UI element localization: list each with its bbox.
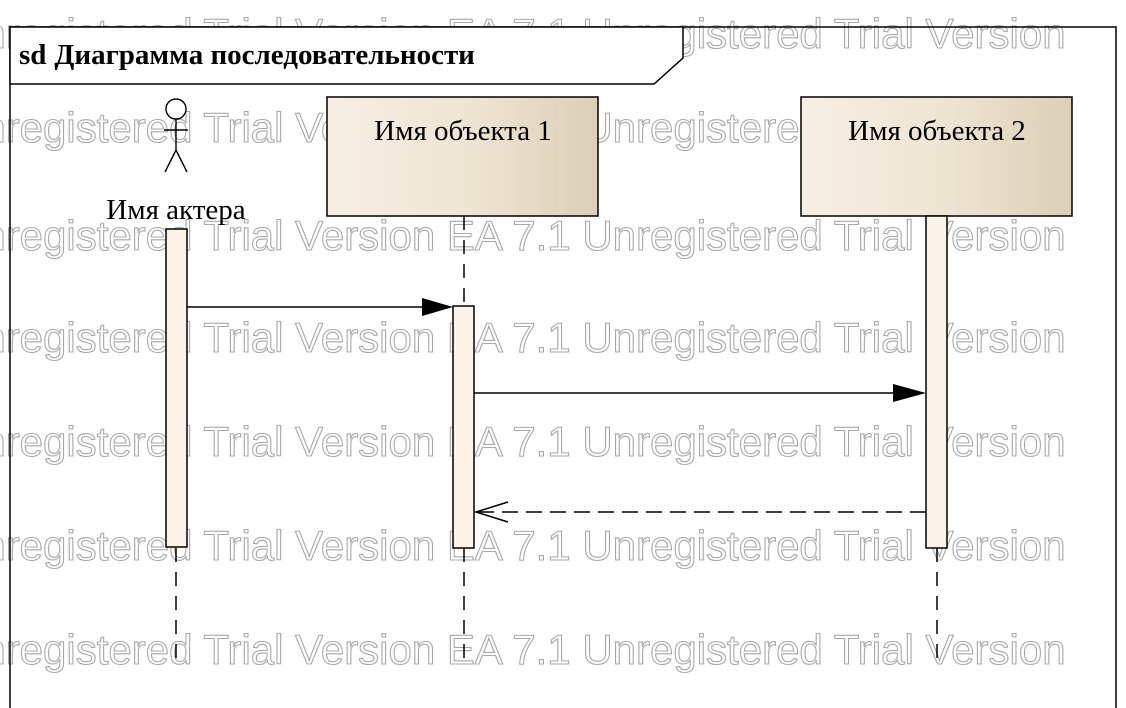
message-3-open-arrowhead-icon [473, 501, 509, 523]
frame-title-tab [9, 26, 684, 85]
watermark-line: Unregistered Trial Version EA 7.1 Unregi… [0, 522, 1066, 569]
frame-keyword: sd [19, 39, 46, 71]
message-2-arrowhead-icon [893, 384, 926, 402]
actor-name: Имя актера [106, 194, 246, 226]
object-1[interactable]: Имя объекта 1 [326, 96, 599, 217]
watermark-line: Unregistered Trial Version EA 7.1 Unregi… [0, 626, 1066, 673]
watermark-line: Unregistered Trial Version EA 7.1 Unregi… [0, 314, 1066, 361]
object-2-name: Имя объекта 2 [848, 115, 1026, 147]
object-1-activation-bar[interactable] [452, 305, 475, 549]
object-2[interactable]: Имя объекта 2 [800, 96, 1073, 217]
message-2[interactable] [474, 384, 926, 402]
watermark-line: Unregistered Trial Version EA 7.1 Unregi… [0, 418, 1066, 465]
actor[interactable]: Имя актера [106, 98, 246, 226]
actor-activation-bar[interactable] [165, 228, 188, 548]
actor-stick-figure-icon [164, 98, 188, 173]
object-1-name: Имя объекта 1 [374, 115, 552, 147]
activations [165, 215, 948, 549]
message-1[interactable] [187, 298, 453, 316]
frame-title-text: Диаграмма последовательности [54, 39, 474, 71]
message-1-arrowhead-icon [422, 298, 453, 316]
lifelines [175, 216, 938, 662]
object-1-box [326, 96, 599, 217]
object-2-activation-bar[interactable] [925, 215, 948, 549]
message-3-return[interactable] [473, 501, 926, 523]
